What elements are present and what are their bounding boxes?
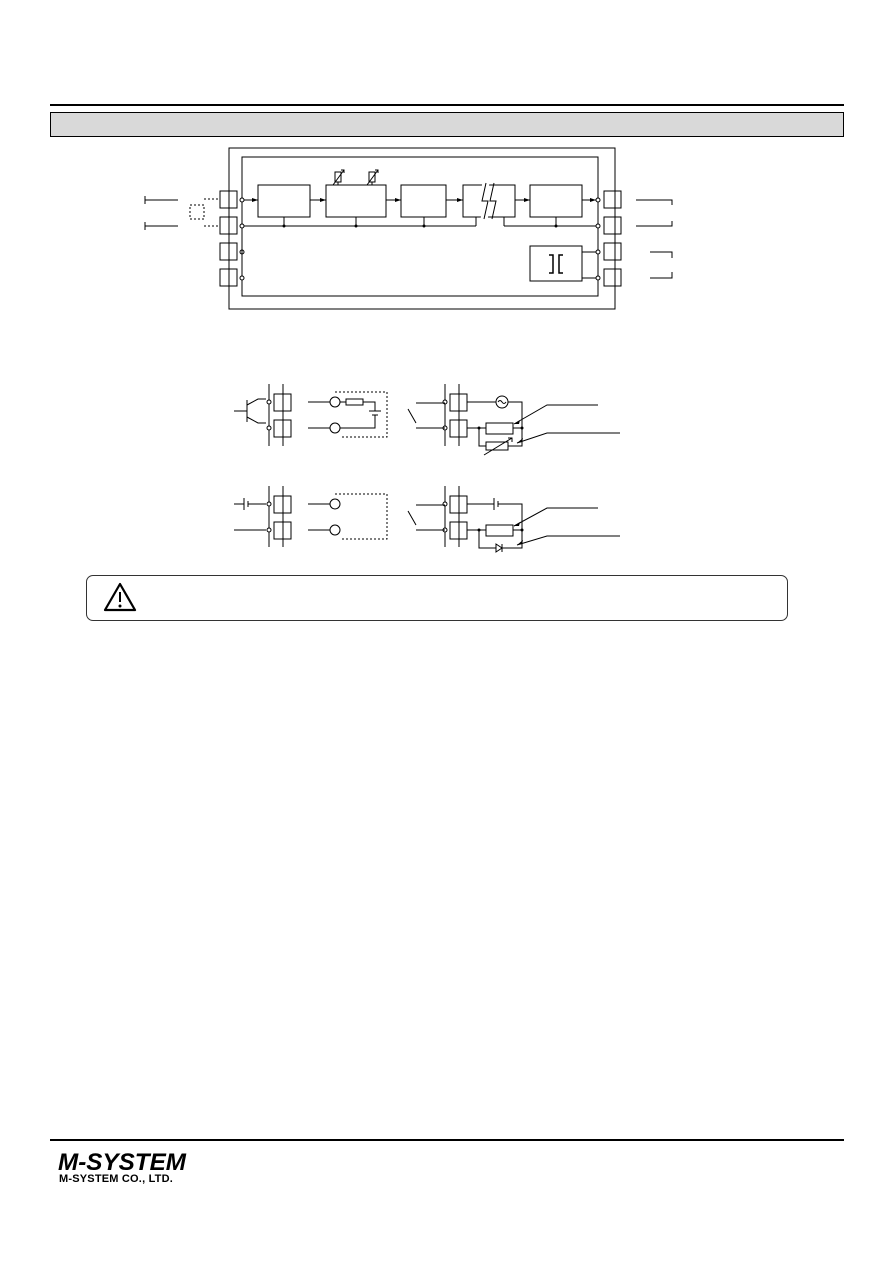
power-supply-block: [529, 245, 583, 282]
company-name: M-SYSTEM CO., LTD.: [59, 1173, 174, 1185]
terminal-out-2: [603, 216, 622, 235]
section-title-bar: [50, 112, 844, 137]
bottom-rule: [50, 1139, 844, 1141]
transformer-icon: [549, 254, 563, 274]
output-circuit-block: [529, 184, 583, 218]
input-example-dc-source: [234, 486, 292, 547]
amplifier-block: [325, 184, 387, 218]
terminal-out-1: [603, 190, 622, 209]
warning-triangle-icon: [103, 582, 137, 612]
span-adjust-pot: [366, 169, 379, 186]
dry-contact-source-example: [308, 391, 388, 438]
input-example-relay-ac: [407, 384, 620, 456]
terminal-out-4: [603, 268, 622, 287]
m-system-logo: M-SYSTEM: [58, 1149, 187, 1175]
diode-icon: [495, 543, 503, 553]
input-example-transistor: [234, 384, 292, 446]
terminal-in-4: [219, 268, 238, 287]
input-circuit-block: [257, 184, 311, 218]
filter-block: [400, 184, 447, 218]
zero-adjust-pot: [332, 169, 345, 186]
logo-text: M-SYSTEM: [58, 1149, 187, 1175]
terminal-out-3: [603, 242, 622, 261]
warning-box: [86, 575, 788, 621]
block-diagram: [144, 147, 673, 310]
dashed-jumper: [189, 204, 205, 220]
terminal-in-1: [219, 190, 238, 209]
input-example-relay-dc: [407, 486, 620, 553]
open-collector-source-example: [308, 493, 388, 540]
outer-housing: [228, 147, 616, 310]
top-rule: [50, 104, 844, 106]
terminal-in-3: [219, 242, 238, 261]
terminal-in-2: [219, 216, 238, 235]
